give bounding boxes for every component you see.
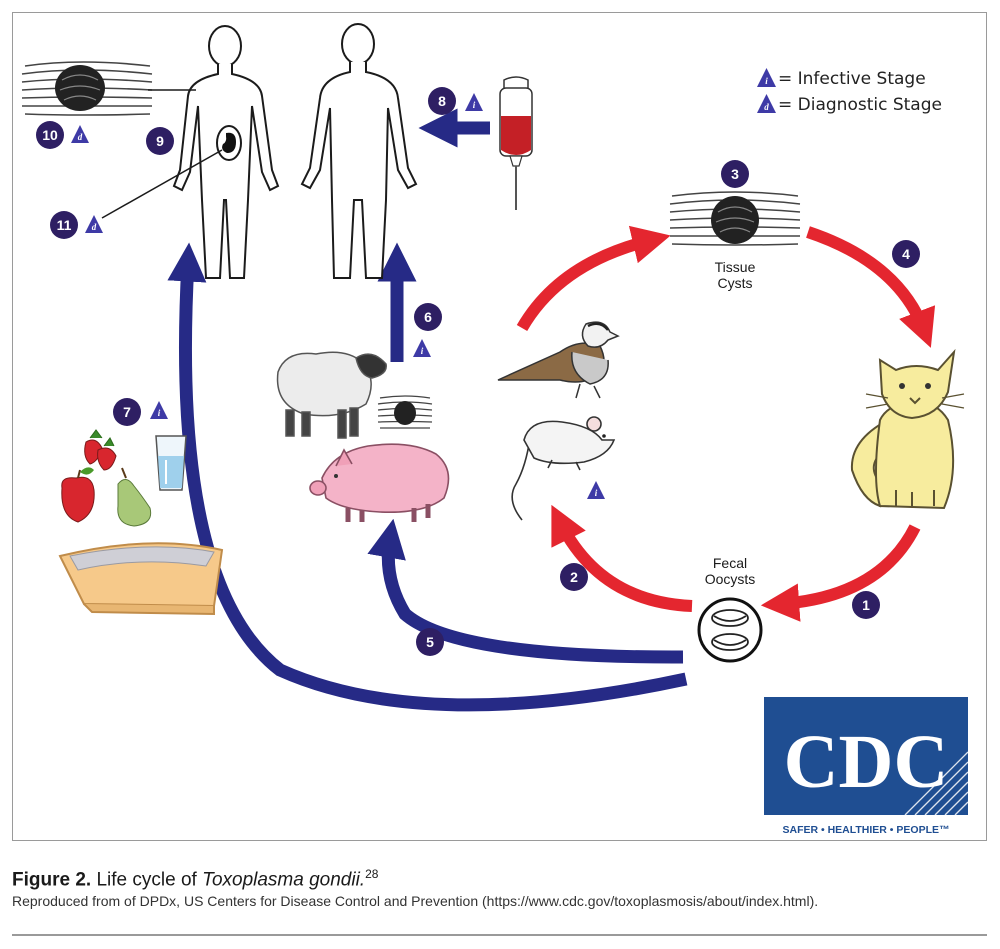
- strawberries-icon: [84, 429, 117, 471]
- svg-text:4: 4: [902, 246, 910, 262]
- water-glass-icon: [155, 435, 187, 491]
- litter-box-icon: [58, 542, 224, 616]
- infective-stage-icon: i: [757, 68, 776, 87]
- step-2-badge: 2: [560, 563, 588, 591]
- svg-text:i: i: [765, 76, 768, 86]
- step-badges: 1 2 3 4 5 6 7 8: [36, 87, 920, 656]
- bottom-divider: [12, 934, 987, 936]
- bird-icon: [497, 321, 620, 399]
- cdc-logo-tagline: SAFER • HEALTHIER • PEOPLE™: [782, 824, 949, 836]
- legend: i = Infective Stage d = Diagnostic Stage: [757, 68, 942, 115]
- arrow-oocysts-to-livestock: [367, 518, 684, 664]
- step-1-badge: 1: [852, 591, 880, 619]
- svg-text:8: 8: [438, 93, 446, 109]
- svg-text:9: 9: [156, 133, 164, 149]
- step-7-badge: 7: [113, 398, 141, 426]
- svg-text:5: 5: [426, 634, 434, 650]
- stage-markers: i i i i d d: [71, 93, 605, 499]
- svg-text:d: d: [764, 102, 769, 112]
- blood-transfusion-icon: [499, 76, 533, 210]
- diagnostic-stage-icon: d: [71, 125, 89, 143]
- figure-caption: Figure 2. Life cycle of Toxoplasma gondi…: [12, 867, 378, 891]
- legend-infective-label: = Infective Stage: [778, 69, 926, 89]
- cdc-logo-letters: CDC: [784, 720, 949, 804]
- infective-stage-icon: i: [465, 93, 483, 111]
- step-5-badge: 5: [416, 628, 444, 656]
- svg-text:3: 3: [731, 166, 739, 182]
- svg-text:i: i: [595, 488, 598, 498]
- pig-icon: [309, 443, 450, 522]
- infective-stage-icon: i: [150, 401, 168, 419]
- svg-text:i: i: [473, 100, 476, 110]
- step-10-badge: 10: [36, 121, 64, 149]
- arrow-cysts-to-cat: [806, 226, 936, 348]
- svg-text:6: 6: [424, 309, 432, 325]
- step-11-badge: 11: [50, 211, 78, 239]
- definitive-host-cycle: [516, 225, 936, 622]
- arrow-oocysts-to-animals: [551, 504, 693, 612]
- arrow-oocysts-to-human: [167, 242, 688, 712]
- svg-text:1: 1: [862, 597, 870, 613]
- fecal-oocysts-label-1: Fecal: [713, 555, 747, 571]
- tissue-cysts-label-1: Tissue: [715, 259, 756, 275]
- cdc-logo: CDC SAFER • HEALTHIER • PEOPLE™: [764, 697, 969, 836]
- step-9-badge: 9: [146, 127, 174, 155]
- svg-text:10: 10: [42, 127, 58, 143]
- caption-text: Life cycle of: [91, 869, 203, 891]
- diagnostic-stage-icon: d: [85, 215, 103, 233]
- meat-tissue-cyst-icon: [377, 395, 433, 429]
- fetus-icon: [222, 132, 236, 153]
- apple-icon: [61, 467, 95, 523]
- step-6-badge: 6: [414, 303, 442, 331]
- tissue-cysts-label-2: Cysts: [718, 275, 753, 291]
- pointer-to-fetus: [101, 149, 223, 219]
- mouse-icon: [511, 416, 616, 521]
- svg-text:2: 2: [570, 569, 578, 585]
- arrow-intermediate-to-cysts: [516, 225, 671, 332]
- figure-frame: [12, 12, 987, 841]
- fecal-oocysts-label-2: Oocysts: [705, 571, 756, 587]
- step-3-badge: 3: [721, 160, 749, 188]
- step-8-badge: 8: [428, 87, 456, 115]
- svg-text:d: d: [92, 222, 97, 232]
- tissue-cysts-icon: [669, 191, 801, 246]
- organism-name: Toxoplasma gondii.: [202, 869, 366, 891]
- diagnostic-stage-icon: d: [757, 94, 776, 113]
- infective-stage-icon: i: [413, 339, 431, 357]
- caption-source: Reproduced from of DPDx, US Centers for …: [12, 893, 819, 909]
- infective-stage-icon: i: [587, 481, 605, 499]
- human-figure-right: [300, 23, 418, 279]
- step-4-badge: 4: [892, 240, 920, 268]
- svg-text:d: d: [78, 132, 83, 142]
- figure-label: Figure 2.: [12, 869, 92, 891]
- pear-icon: [117, 467, 152, 527]
- svg-text:i: i: [421, 346, 424, 356]
- caption-reference: 28: [365, 867, 379, 881]
- legend-diagnostic-label: = Diagnostic Stage: [778, 95, 942, 115]
- human-infection-paths: [167, 108, 688, 712]
- svg-text:i: i: [158, 408, 161, 418]
- svg-text:11: 11: [57, 217, 72, 233]
- cat-icon: [850, 348, 965, 510]
- sheep-icon: [276, 351, 387, 439]
- arrow-cat-to-oocysts: [760, 524, 921, 622]
- svg-text:7: 7: [123, 404, 131, 420]
- fecal-oocyst-icon: [697, 597, 763, 663]
- human-tissue-cyst-icon: [21, 61, 196, 116]
